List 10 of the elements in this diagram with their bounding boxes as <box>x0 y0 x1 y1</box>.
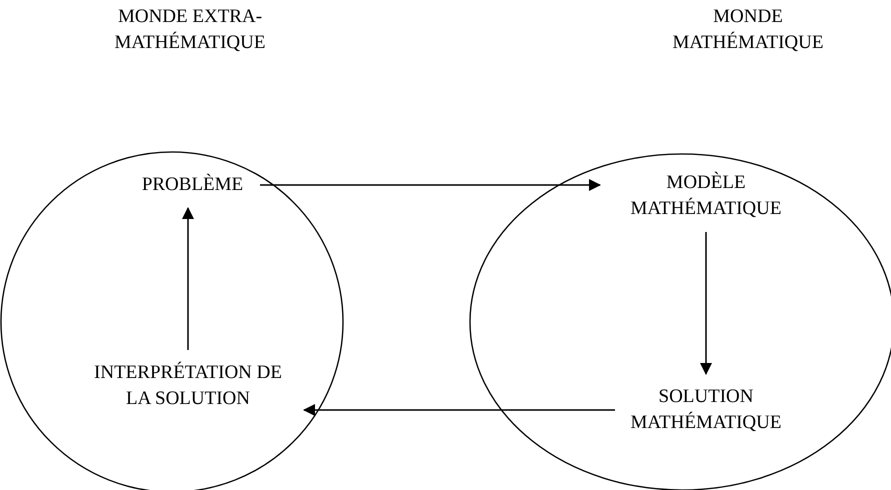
step-label: SOLUTION MATHÉMATIQUE <box>630 385 782 435</box>
world-heading: MONDE EXTRA- MATHÉMATIQUE <box>114 5 266 55</box>
step-label: PROBLÈME <box>142 172 244 197</box>
step-label: MODÈLE MATHÉMATIQUE <box>630 170 782 221</box>
arrow <box>182 207 194 350</box>
arrow <box>303 404 615 416</box>
step-label: INTERPRÉTATION DE LA SOLUTION <box>93 360 283 411</box>
arrow <box>700 232 712 375</box>
world-heading: MONDE MATHÉMATIQUE <box>672 5 824 55</box>
arrow <box>260 179 601 191</box>
